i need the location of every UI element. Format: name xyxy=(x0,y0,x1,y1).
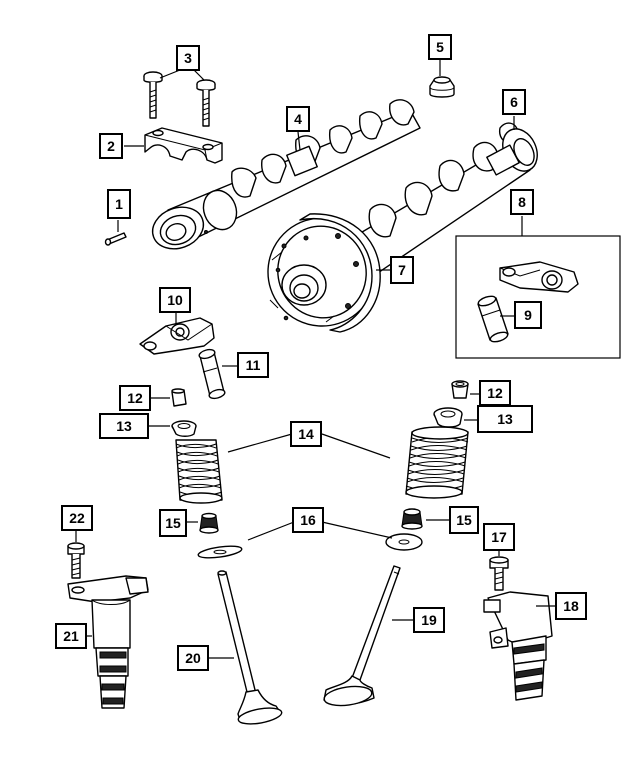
callout-4: 4 xyxy=(286,106,310,132)
callout-19: 19 xyxy=(413,607,445,633)
callout-label: 13 xyxy=(116,418,132,434)
callout-label: 6 xyxy=(510,94,518,110)
leader-lines xyxy=(75,60,556,659)
callout-label: 20 xyxy=(185,650,201,666)
callout-label: 7 xyxy=(398,262,406,278)
part-3-cap-bolts xyxy=(143,71,216,127)
callout-13-left: 13 xyxy=(99,413,149,439)
part-7-cam-phaser xyxy=(267,213,381,333)
callout-13-right: 13 xyxy=(477,405,533,433)
callout-label: 12 xyxy=(487,385,503,401)
callout-9: 9 xyxy=(514,301,542,329)
callout-label: 16 xyxy=(300,512,316,528)
part-11-lash-adjuster xyxy=(198,348,226,400)
callout-label: 15 xyxy=(456,512,472,528)
part-5-plug xyxy=(429,76,455,98)
callout-1: 1 xyxy=(107,189,131,219)
part-15-valve-stem-seal-right xyxy=(401,508,423,530)
part-21-oil-control-valve xyxy=(67,575,149,709)
part-18-oil-control-valve xyxy=(483,591,553,701)
callout-18: 18 xyxy=(555,592,587,620)
callout-2: 2 xyxy=(99,133,123,159)
callout-11: 11 xyxy=(237,352,269,378)
callout-15-right: 15 xyxy=(449,506,479,534)
callout-label: 2 xyxy=(107,138,115,154)
callout-label: 4 xyxy=(294,111,302,127)
part-16-spring-seat-right xyxy=(385,533,423,551)
callout-label: 22 xyxy=(69,510,85,526)
part-12-valve-keeper-right xyxy=(451,380,469,399)
callout-label: 14 xyxy=(298,426,314,442)
callout-label: 3 xyxy=(184,50,192,66)
callout-label: 10 xyxy=(167,292,183,308)
callout-17: 17 xyxy=(483,523,515,551)
callout-20: 20 xyxy=(177,645,209,671)
callout-label: 8 xyxy=(518,194,526,210)
part-22-bolt xyxy=(67,542,85,579)
part-20-valve xyxy=(217,570,283,725)
part-14-valve-spring-left xyxy=(175,439,223,504)
part-1-dowel-pin xyxy=(104,232,127,246)
callout-label: 19 xyxy=(421,612,437,628)
callout-10: 10 xyxy=(159,287,191,313)
part-13-spring-retainer-left xyxy=(171,420,197,437)
part-4-intake-camshaft xyxy=(151,99,421,250)
callout-label: 21 xyxy=(63,628,79,644)
callout-5: 5 xyxy=(428,34,452,60)
callout-label: 17 xyxy=(491,529,507,545)
callout-label: 12 xyxy=(127,390,143,406)
part-15-valve-stem-seal-left xyxy=(199,512,219,534)
part-17-bolt xyxy=(489,556,509,591)
callout-label: 15 xyxy=(165,515,181,531)
part-12-valve-keeper-left xyxy=(171,388,187,407)
part-10-roller-rocker-arm xyxy=(139,317,215,355)
callout-22: 22 xyxy=(61,505,93,531)
callout-label: 9 xyxy=(524,307,532,323)
part-8-roller-rocker-arm xyxy=(499,261,579,293)
callout-21: 21 xyxy=(55,623,87,649)
callout-6: 6 xyxy=(502,89,526,115)
callout-label: 11 xyxy=(246,357,261,373)
callout-12-right: 12 xyxy=(479,380,511,406)
callout-12-left: 12 xyxy=(119,385,151,411)
part-16-spring-seat-left xyxy=(197,545,243,559)
part-13-spring-retainer-right xyxy=(433,407,463,428)
part-2-bearing-cap xyxy=(144,127,223,164)
part-19-valve xyxy=(323,565,401,707)
callout-7: 7 xyxy=(390,256,414,284)
callout-label: 18 xyxy=(563,598,579,614)
callout-14: 14 xyxy=(290,421,322,447)
callout-label: 5 xyxy=(436,39,444,55)
callout-3: 3 xyxy=(176,45,200,71)
callout-8: 8 xyxy=(510,189,534,215)
callout-15-left: 15 xyxy=(159,509,187,537)
callout-label: 13 xyxy=(497,411,513,427)
callout-label: 1 xyxy=(115,196,123,212)
part-6-exhaust-camshaft xyxy=(339,122,538,286)
part-8-group-box xyxy=(455,235,621,359)
callout-16: 16 xyxy=(292,507,324,533)
part-9-lash-adjuster xyxy=(477,295,509,343)
part-14-valve-spring-right xyxy=(405,426,469,499)
